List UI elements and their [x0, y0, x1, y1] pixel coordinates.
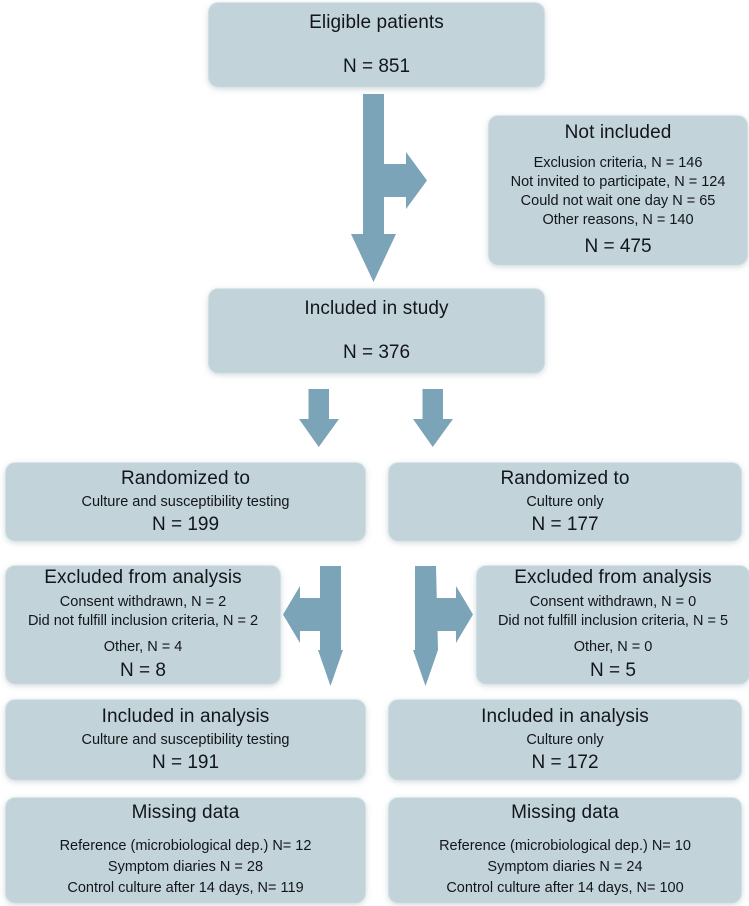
- node-excluded-intervention: Excluded from analysis Consent withdrawn…: [6, 566, 280, 683]
- node-reason: Did not fulfill inclusion criteria, N = …: [27, 613, 259, 629]
- node-total: N = 376: [342, 341, 411, 363]
- arrow-randomized-left-to-analysis: [283, 566, 343, 688]
- node-reason-list: Exclusion criteria, N = 146 Not invited …: [511, 154, 726, 230]
- node-item: Control culture after 14 days, N= 100: [446, 880, 684, 896]
- node-subtitle: Culture and susceptibility testing: [81, 731, 290, 748]
- node-item: Control culture after 14 days, N= 119: [67, 880, 304, 896]
- node-title: Missing data: [511, 802, 619, 823]
- node-title: Included in analysis: [481, 705, 649, 727]
- node-title: Not included: [564, 122, 672, 143]
- node-total: N = 8: [120, 660, 166, 681]
- node-total: N = 177: [531, 513, 599, 535]
- node-analysis-control: Included in analysis Culture only N = 17…: [389, 700, 741, 779]
- node-title: Included in study: [304, 297, 449, 319]
- down-arrow-with-right-branch-icon: [351, 94, 427, 282]
- node-subtitle: Culture only: [526, 493, 604, 510]
- node-missing-data-intervention: Missing data Reference (microbiological …: [6, 798, 365, 902]
- node-randomized-control: Randomized to Culture only N = 177: [389, 463, 741, 540]
- arrow-included-to-randomized-left: [299, 389, 339, 449]
- node-item-list: Reference (microbiological dep.) N= 10 S…: [439, 836, 691, 899]
- node-total: N = 172: [531, 751, 599, 773]
- node-excluded-control: Excluded from analysis Consent withdrawn…: [477, 566, 749, 683]
- node-reason: Other reasons, N = 140: [542, 212, 694, 228]
- node-missing-data-control: Missing data Reference (microbiological …: [389, 798, 741, 902]
- node-total: N = 475: [584, 236, 652, 257]
- down-arrow-with-left-branch-icon: [283, 566, 343, 686]
- node-title: Randomized to: [120, 467, 251, 489]
- node-total: N = 199: [151, 513, 220, 535]
- node-item: Reference (microbiological dep.) N= 10: [439, 838, 691, 854]
- node-eligible-patients: Eligible patients N = 851: [209, 3, 544, 86]
- node-item: Symptom diaries N = 24: [487, 859, 643, 875]
- node-title: Missing data: [131, 802, 240, 823]
- node-reason: Not invited to participate, N = 124: [510, 174, 726, 190]
- arrow-randomized-right-to-analysis: [413, 566, 473, 688]
- down-arrow-with-right-branch-icon: [413, 566, 473, 686]
- node-randomized-intervention: Randomized to Culture and susceptibility…: [6, 463, 365, 540]
- down-arrow-icon: [299, 389, 339, 447]
- node-reason: Other, N = 0: [573, 639, 653, 655]
- node-title: Eligible patients: [309, 11, 444, 33]
- node-reason: Consent withdrawn, N = 2: [59, 594, 227, 610]
- node-reason: Consent withdrawn, N = 0: [529, 594, 697, 610]
- node-included-in-study: Included in study N = 376: [209, 289, 544, 372]
- arrow-included-to-randomized-right: [413, 389, 453, 449]
- node-not-included: Not included Exclusion criteria, N = 146…: [489, 116, 747, 264]
- node-subtitle: Culture and susceptibility testing: [81, 493, 290, 510]
- node-total: N = 851: [342, 55, 411, 77]
- node-reason: Exclusion criteria, N = 146: [533, 155, 703, 171]
- node-title: Included in analysis: [101, 705, 270, 727]
- node-total: N = 191: [151, 751, 220, 773]
- node-analysis-intervention: Included in analysis Culture and suscept…: [6, 700, 365, 779]
- node-title: Randomized to: [500, 467, 630, 489]
- node-reason: Could not wait one day N = 65: [520, 193, 716, 209]
- node-item: Reference (microbiological dep.) N= 12: [59, 838, 312, 854]
- node-item: Symptom diaries N = 28: [107, 859, 264, 875]
- node-subtitle: Culture only: [526, 731, 604, 748]
- node-item-list: Reference (microbiological dep.) N= 12 S…: [60, 836, 312, 899]
- down-arrow-icon: [413, 389, 453, 447]
- node-reason: Did not fulfill inclusion criteria, N = …: [497, 613, 729, 629]
- node-title: Excluded from analysis: [44, 567, 242, 588]
- node-title: Excluded from analysis: [514, 567, 712, 588]
- arrow-eligible-to-included: [348, 94, 428, 286]
- node-reason: Other, N = 4: [103, 639, 183, 655]
- node-total: N = 5: [590, 660, 636, 681]
